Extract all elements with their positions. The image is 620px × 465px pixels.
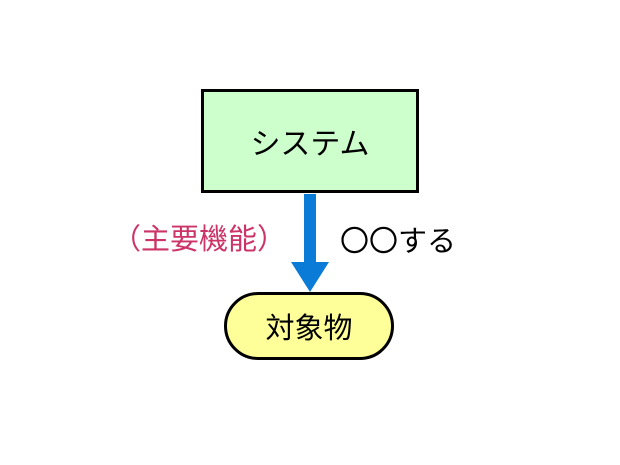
system-box: システム [201, 89, 419, 193]
target-pill: 対象物 [224, 292, 394, 360]
action-label: 〇〇する [340, 224, 457, 258]
system-label: システム [250, 127, 370, 162]
flow-arrow-shape [291, 194, 329, 292]
function-label: （主要機能） [112, 222, 287, 256]
target-label: 対象物 [265, 311, 353, 345]
